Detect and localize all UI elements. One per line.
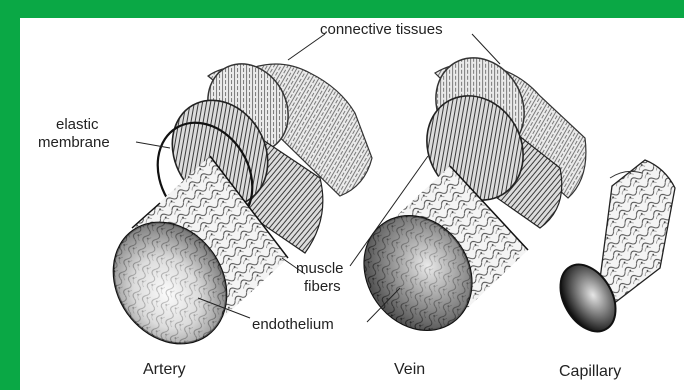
vein-drawing bbox=[343, 42, 586, 351]
caption-artery: Artery bbox=[143, 361, 186, 378]
label-elastic: elastic bbox=[56, 116, 99, 133]
caption-vein: Vein bbox=[394, 361, 425, 378]
diagram-panel: connective tissues elastic membrane musc… bbox=[20, 18, 684, 390]
label-fibers: fibers bbox=[304, 278, 341, 295]
vessel-illustration bbox=[20, 18, 684, 390]
label-muscle: muscle bbox=[296, 260, 344, 277]
label-membrane: membrane bbox=[38, 134, 110, 151]
caption-capillary: Capillary bbox=[559, 363, 621, 380]
leader-elastic-membrane bbox=[136, 142, 170, 148]
label-connective-tissues: connective tissues bbox=[320, 21, 443, 38]
label-endothelium: endothelium bbox=[252, 316, 334, 333]
